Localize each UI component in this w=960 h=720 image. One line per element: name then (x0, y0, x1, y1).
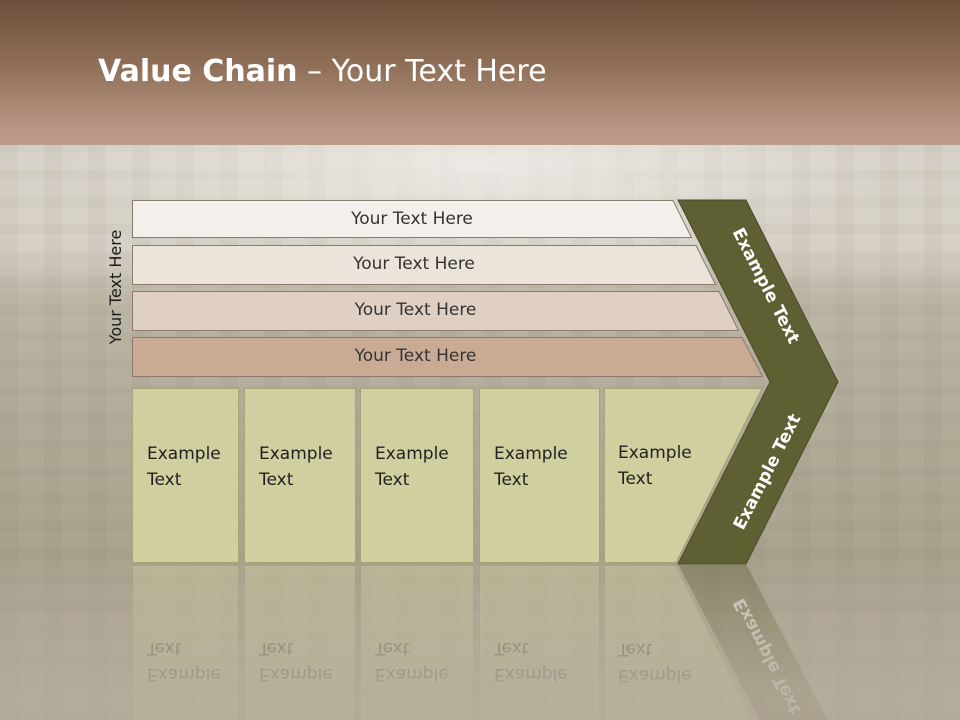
column-3-line1: Example (375, 444, 449, 464)
row-2-shape (132, 245, 716, 285)
title-bar: Value Chain – Your Text Here (0, 0, 960, 145)
column-4-line1: Example (494, 444, 568, 464)
column-1-line2: Text (147, 470, 182, 490)
column-5-shape (604, 388, 763, 563)
row-3-label: Your Text Here (354, 300, 477, 320)
reflection-fade (0, 565, 960, 720)
row-1-label: Your Text Here (351, 209, 473, 229)
slide-title: Value Chain – Your Text Here (98, 54, 547, 89)
column-5: Example Text (604, 388, 724, 563)
slide-title-rest: – Your Text Here (297, 54, 547, 89)
column-2-line1: Example (259, 444, 333, 464)
column-2: Example Text (244, 388, 356, 563)
row-4-label: Your Text Here (354, 346, 477, 366)
row-1-shape (132, 200, 692, 238)
row-1: Your Text Here (132, 200, 692, 238)
row-2-label: Your Text Here (353, 254, 475, 274)
slide-title-bold: Value Chain (98, 54, 298, 89)
column-3: Example Text (360, 388, 474, 563)
column-2-line2: Text (259, 470, 294, 490)
column-1: Example Text (132, 388, 239, 563)
column-5-line1: Example (618, 443, 692, 463)
row-3: Your Text Here (132, 291, 739, 331)
column-4-line2: Text (494, 470, 529, 490)
column-5-line2: Text (618, 469, 653, 489)
column-3-line2: Text (375, 470, 410, 490)
chevron-shape (677, 199, 839, 565)
row-3-shape (132, 291, 739, 331)
row-4: Your Text Here (132, 337, 763, 377)
row-4-shape (132, 337, 763, 377)
row-2: Your Text Here (132, 245, 716, 285)
column-4: Example Text (479, 388, 600, 563)
column-1-line1: Example (147, 444, 221, 464)
